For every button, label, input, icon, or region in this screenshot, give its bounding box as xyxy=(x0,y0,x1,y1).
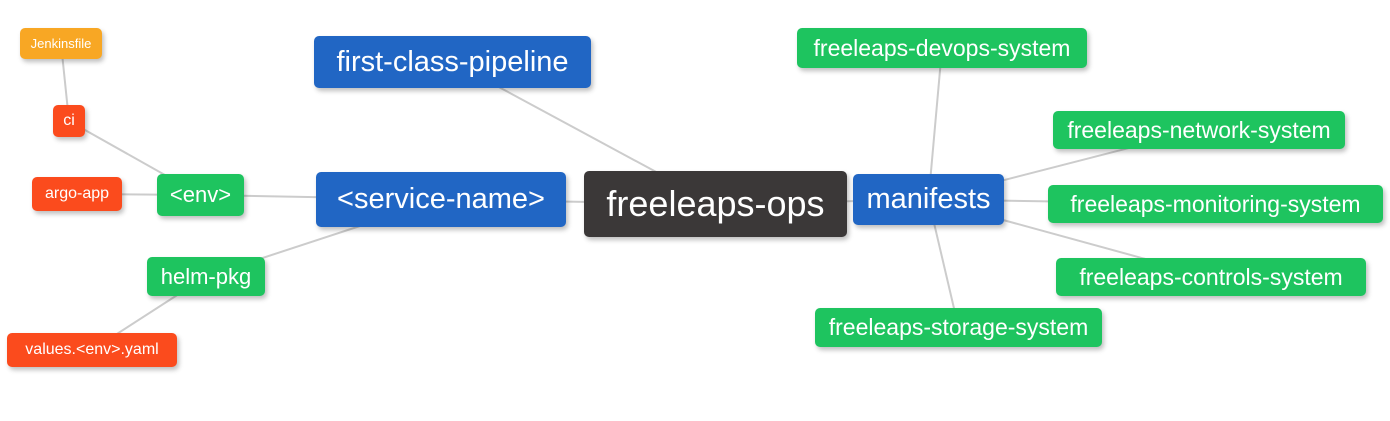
node-env[interactable]: <env> xyxy=(157,174,244,216)
node-jenkinsfile[interactable]: Jenkinsfile xyxy=(20,28,102,59)
node-first-class-pipeline[interactable]: first-class-pipeline xyxy=(314,36,591,88)
node-freeleaps-devops-system[interactable]: freeleaps-devops-system xyxy=(797,28,1087,68)
node-manifests[interactable]: manifests xyxy=(853,174,1004,225)
node-values-env-yaml[interactable]: values.<env>.yaml xyxy=(7,333,177,367)
node-ci[interactable]: ci xyxy=(53,105,85,137)
node-freeleaps-network-system[interactable]: freeleaps-network-system xyxy=(1053,111,1345,149)
node-freeleaps-monitoring-system[interactable]: freeleaps-monitoring-system xyxy=(1048,185,1383,223)
node-service-name[interactable]: <service-name> xyxy=(316,172,566,227)
node-freeleaps-ops[interactable]: freeleaps-ops xyxy=(584,171,847,237)
node-freeleaps-controls-system[interactable]: freeleaps-controls-system xyxy=(1056,258,1366,296)
node-argo-app[interactable]: argo-app xyxy=(32,177,122,211)
node-freeleaps-storage-system[interactable]: freeleaps-storage-system xyxy=(815,308,1102,347)
node-helm-pkg[interactable]: helm-pkg xyxy=(147,257,265,296)
